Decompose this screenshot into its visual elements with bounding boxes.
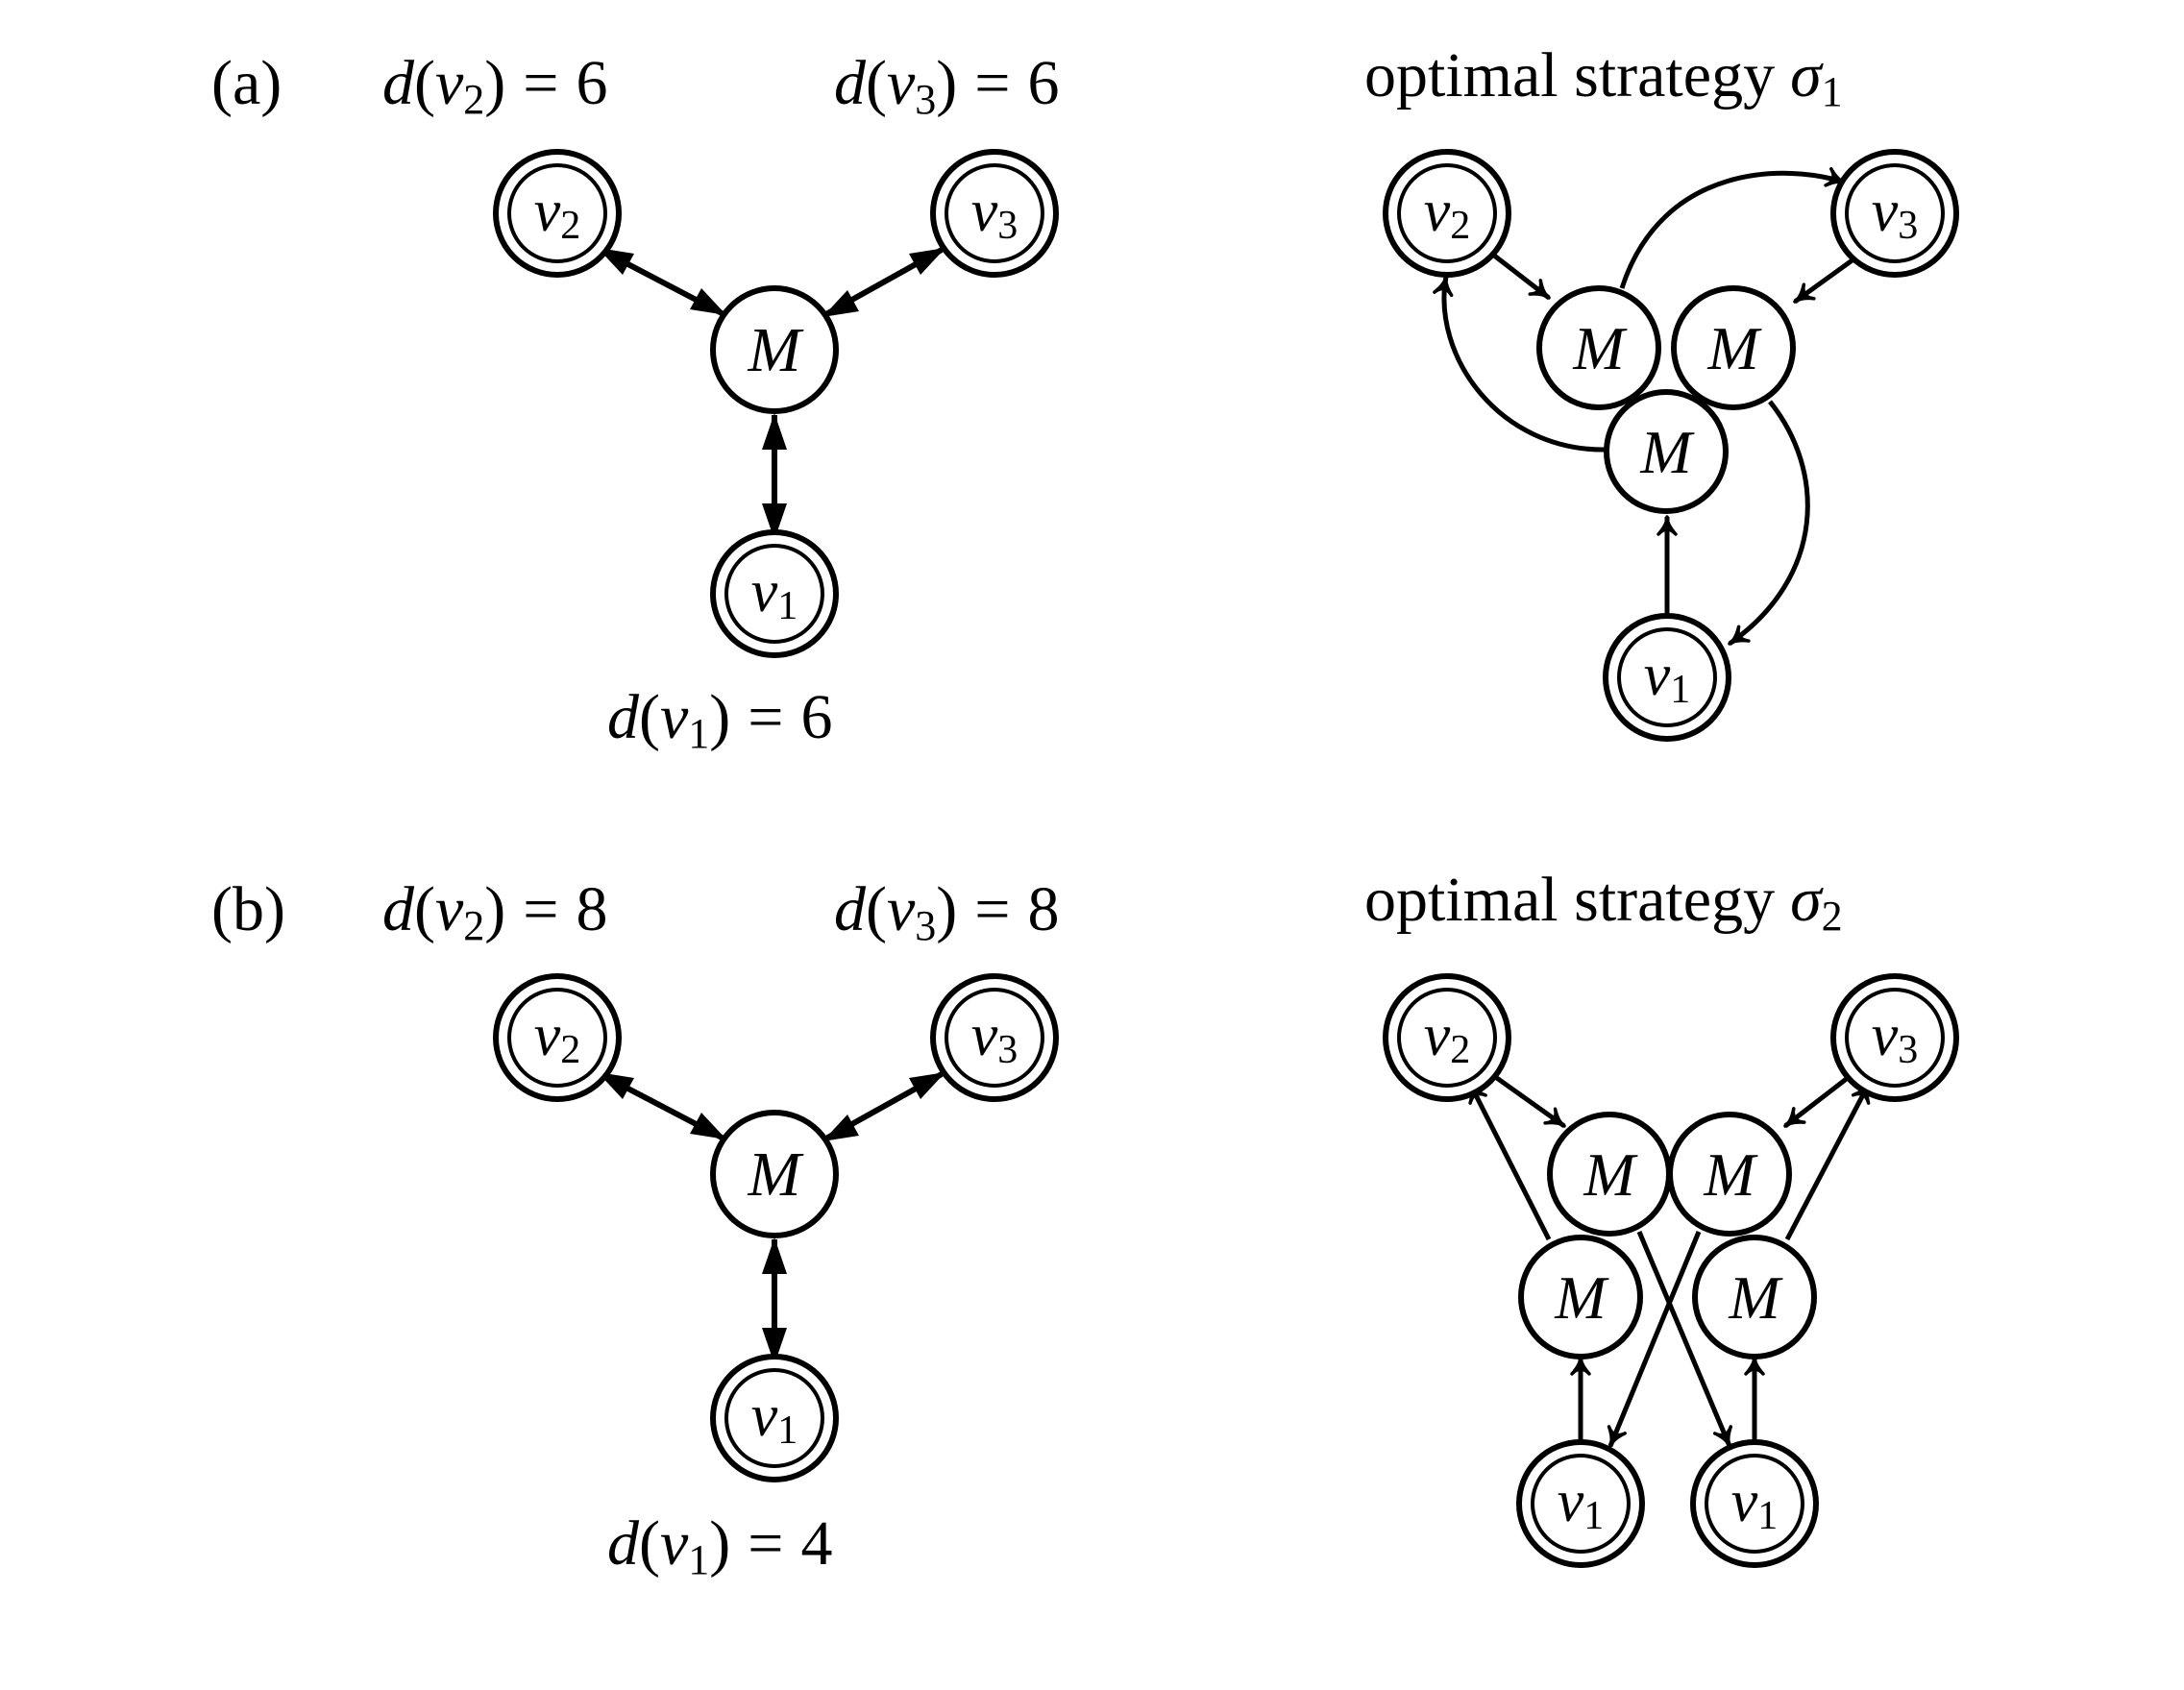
edge-v2-m1 <box>1492 1073 1566 1129</box>
arrowheads-b-left <box>598 1072 945 1364</box>
svg-text:M: M <box>1554 1263 1609 1332</box>
svg-text:M: M <box>1639 418 1695 486</box>
label-a-d-v3: d(v3)=6 <box>834 48 1060 123</box>
arrowhead <box>909 248 945 275</box>
edge-m1-v3 <box>1619 167 1847 289</box>
arrowhead <box>909 1072 945 1099</box>
label-a-d-v2: d(v2)=6 <box>382 48 608 123</box>
panel-a-left: (a) d(v2)=6 d(v3)=6 d(v1)=6 <box>211 48 1060 757</box>
arrowhead <box>598 1072 634 1099</box>
node-ar-v1: v1 <box>1603 613 1731 742</box>
svg-text:v1: v1 <box>751 559 798 628</box>
node-ar-v3: v3 <box>1830 149 1959 278</box>
node-a-v2: v2 <box>493 149 622 278</box>
svg-text:v2: v2 <box>1424 179 1471 248</box>
node-b-v3: v3 <box>930 973 1059 1102</box>
svg-text:v1: v1 <box>1644 643 1691 712</box>
node-br-m1: M <box>1547 1112 1672 1237</box>
edge-m1-v1b <box>1636 1231 1733 1448</box>
node-ar-v2: v2 <box>1383 149 1511 278</box>
svg-text:M: M <box>1583 1140 1638 1209</box>
panel-b-tag: (b) <box>211 874 285 944</box>
panel-b-left: (b) d(v2)=8 d(v3)=8 d(v1)=4 v2 <box>211 874 1060 1583</box>
node-a-m: M <box>710 285 839 414</box>
svg-text:M: M <box>748 1139 805 1210</box>
edge-v3-m2 <box>1783 1072 1854 1128</box>
label-b-d-v3: d(v3)=8 <box>834 874 1060 949</box>
svg-text:M: M <box>1728 1263 1783 1332</box>
node-a-v3: v3 <box>930 149 1059 278</box>
svg-text:M: M <box>1706 314 1762 382</box>
svg-text:v1: v1 <box>1558 1469 1605 1538</box>
label-b-d-v2: d(v2)=8 <box>382 874 608 949</box>
node-b-v1: v1 <box>710 1354 839 1482</box>
node-br-m3: M <box>1518 1235 1643 1359</box>
svg-text:v2: v2 <box>1424 1003 1471 1072</box>
node-br-m2: M <box>1667 1112 1792 1237</box>
svg-text:v1: v1 <box>751 1384 798 1453</box>
node-ar-m3: M <box>1604 389 1729 514</box>
edges-b-right <box>1467 1072 1872 1460</box>
arrowhead <box>822 1114 859 1141</box>
label-a-d-v1: d(v1)=6 <box>607 682 833 757</box>
svg-text:v3: v3 <box>1872 1003 1919 1072</box>
node-ar-m2: M <box>1671 285 1796 410</box>
arrowhead <box>762 1237 787 1274</box>
edge-v2-m1 <box>1487 250 1551 300</box>
edges-a-right <box>1433 167 1866 647</box>
svg-text:M: M <box>748 315 805 385</box>
svg-text:v2: v2 <box>534 1003 581 1072</box>
node-br-m4: M <box>1692 1235 1817 1359</box>
node-br-v1b: v1 <box>1690 1439 1819 1568</box>
node-br-v1a: v1 <box>1516 1439 1645 1568</box>
edge-m2-v1 <box>1728 400 1810 647</box>
panel-a-tag: (a) <box>211 48 282 118</box>
svg-text:M: M <box>1703 1140 1758 1209</box>
arrowheads-a-left <box>598 248 945 540</box>
node-ar-m1: M <box>1536 285 1661 410</box>
edge-m2-v1a <box>1607 1231 1702 1448</box>
node-b-m: M <box>710 1110 839 1238</box>
svg-text:M: M <box>1572 314 1628 382</box>
node-b-v2: v2 <box>493 973 622 1102</box>
edge-m3-v2 <box>1433 275 1607 453</box>
node-br-v3: v3 <box>1830 973 1959 1102</box>
arrowhead <box>762 503 787 540</box>
edge-m4-v3 <box>1784 1082 1872 1241</box>
svg-text:v1: v1 <box>1731 1469 1779 1538</box>
svg-text:v3: v3 <box>971 179 1018 248</box>
label-b-d-v1: d(v1)=4 <box>607 1508 833 1583</box>
node-br-v2: v2 <box>1383 973 1511 1102</box>
node-a-v1: v1 <box>710 529 839 658</box>
arrowhead <box>690 288 726 315</box>
arrowhead <box>762 413 787 450</box>
svg-text:v3: v3 <box>971 1003 1018 1072</box>
arrowhead <box>762 1328 787 1364</box>
arrowhead <box>598 248 634 275</box>
svg-text:v3: v3 <box>1872 179 1919 248</box>
arrowhead <box>690 1113 726 1139</box>
svg-text:v2: v2 <box>534 179 581 248</box>
arrowhead <box>822 290 859 317</box>
edge-m3-v2 <box>1467 1082 1552 1241</box>
